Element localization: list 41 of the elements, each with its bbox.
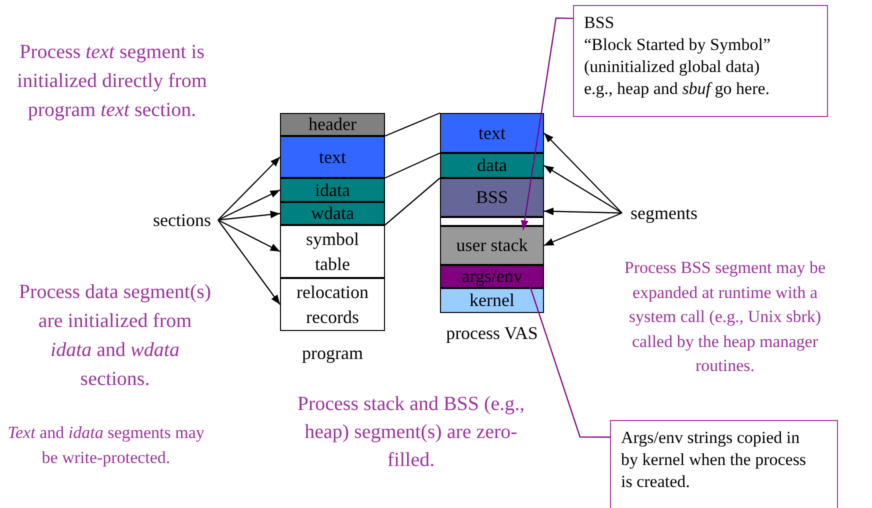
memory-block: args/env — [440, 265, 544, 288]
memory-block: data — [440, 153, 544, 178]
gap-box — [440, 217, 544, 226]
arrow — [218, 189, 280, 221]
callout-box — [610, 420, 838, 508]
note-text: Process data segment(s) are initialized from idata and wdata sections. — [18, 280, 212, 392]
memory-block: text — [440, 113, 544, 153]
arrow — [544, 132, 622, 214]
arrow — [544, 212, 622, 246]
memory-block: header — [280, 113, 385, 136]
memory-block: idata — [280, 178, 385, 202]
memory-block: kernel — [440, 288, 544, 313]
arrow — [544, 208, 622, 216]
mapping-line — [384, 178, 440, 226]
note-text: program — [301, 342, 364, 365]
note-text: process VAS — [445, 322, 539, 345]
arrow — [218, 156, 280, 220]
mapping-line — [384, 112, 440, 137]
arrow — [544, 164, 622, 214]
callout-text: Args/env strings copied in by kernel when the process is created. — [621, 427, 808, 493]
arrow — [218, 210, 280, 221]
memory-block: user stack — [440, 226, 544, 265]
group-label: sections — [146, 208, 218, 232]
note-text: Text and idata segments may be write-protected. — [6, 422, 206, 469]
callout-text: “Block Started by Symbol” — [584, 34, 772, 56]
memory-block: relocation records — [280, 278, 385, 331]
note-text: Process text segment is initialized directly from program text section. — [16, 40, 208, 123]
memory-block: text — [280, 136, 385, 178]
mapping-line — [384, 152, 440, 179]
group-label: segments — [622, 201, 706, 225]
callout-box — [573, 5, 828, 117]
callout-text: e.g., heap and sbuf go here. — [584, 78, 771, 100]
leader-line — [520, 17, 574, 230]
note-text: Process stack and BSS (e.g., heap) segment(s) are zero-filled. — [296, 392, 526, 473]
memory-block: BSS — [440, 178, 544, 217]
callout-text: BSS — [584, 12, 616, 34]
callout-text: (uninitialized global data) — [584, 56, 761, 78]
arrow — [218, 220, 280, 305]
note-text: Process BSS segment may be expanded at runtime with a system call (e.g., Unix sbrk) called by the heap manager routines. — [623, 257, 827, 377]
arrow — [218, 219, 280, 252]
memory-block: wdata — [280, 202, 385, 225]
